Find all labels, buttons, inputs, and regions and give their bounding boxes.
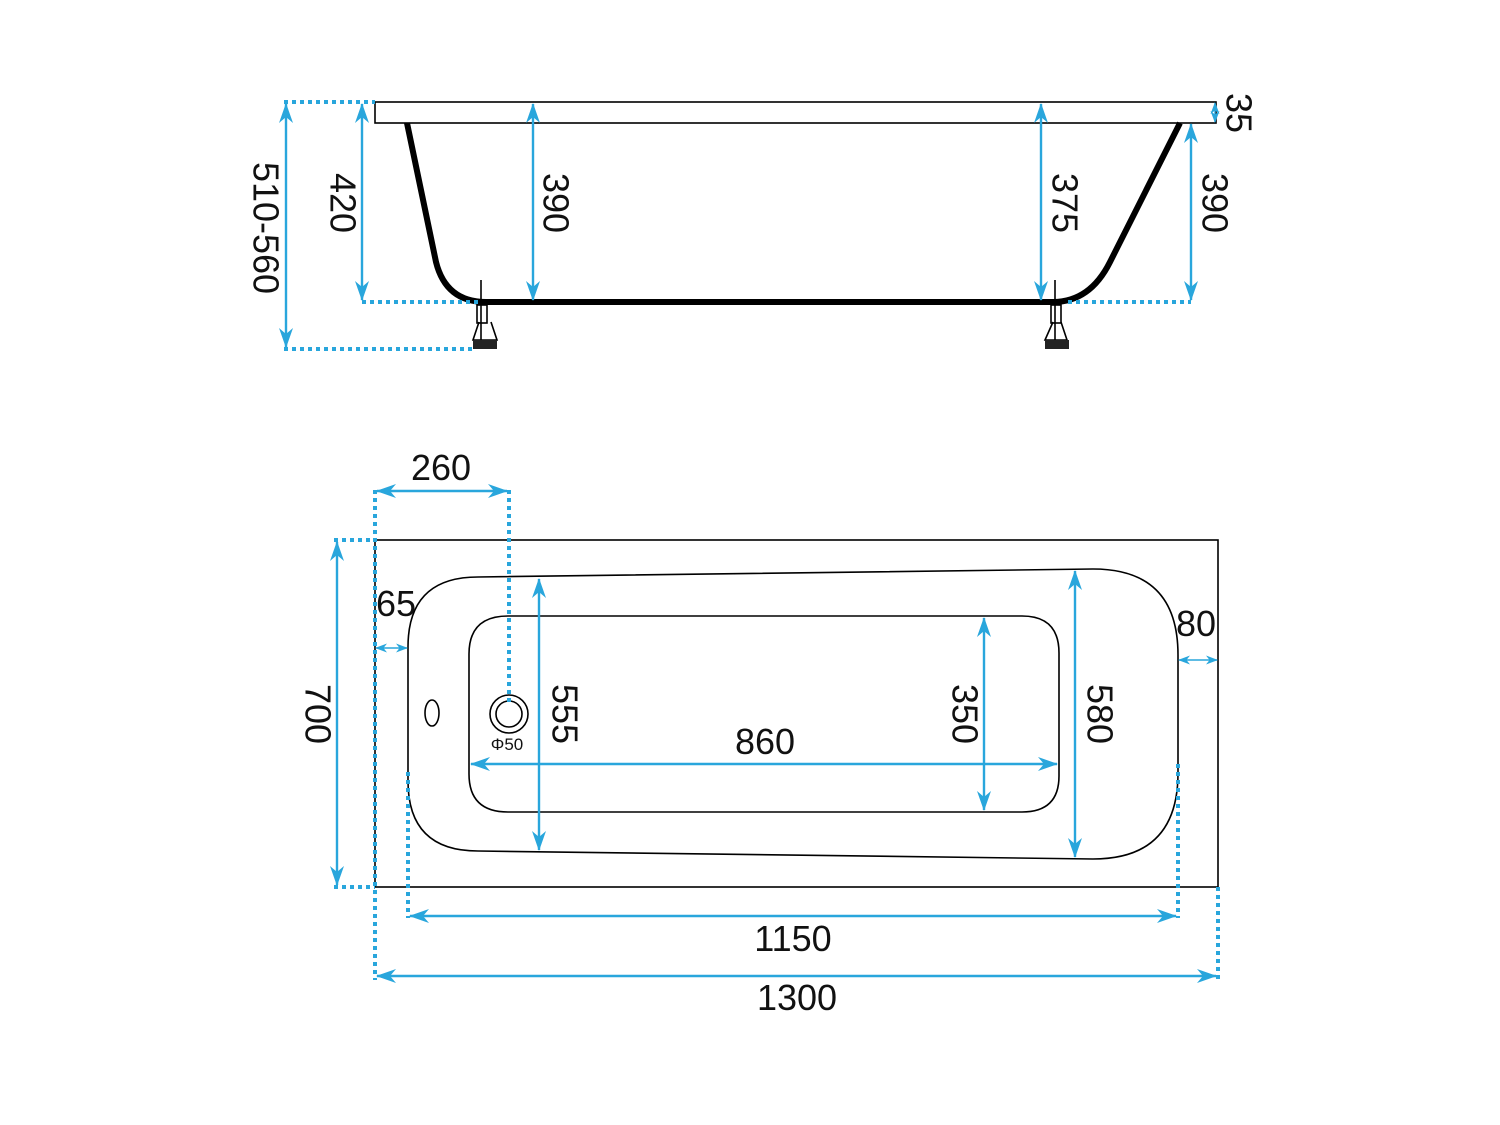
label-length: 1300 [757, 977, 837, 1018]
overflow-hole [424, 699, 440, 727]
right-foot [1043, 280, 1069, 349]
tub-outer-rim [374, 539, 1219, 888]
drain-inner [495, 700, 523, 728]
label-inner-length: 1150 [754, 918, 831, 959]
tub-rim [374, 101, 1217, 124]
label-outer-height: 420 [322, 173, 363, 233]
label-width: 700 [297, 684, 338, 744]
label-rim-thickness: 35 [1218, 93, 1259, 133]
top-view: Φ50 260 65 80 860 1150 1300 700 555 350 … [297, 447, 1220, 1018]
label-depth-left: 390 [535, 173, 576, 233]
tub-profile [404, 121, 1183, 305]
label-inner-width-right: 580 [1079, 684, 1120, 744]
label-depth-right: 390 [1194, 173, 1235, 233]
label-right-rim: 80 [1176, 603, 1216, 644]
label-total-height: 510-560 [245, 162, 286, 294]
drain-outer [489, 694, 529, 734]
label-bottom-width: 350 [944, 684, 985, 744]
label-drain-offset: 260 [411, 447, 471, 488]
label-left-rim: 65 [376, 583, 416, 624]
tub-bottom-outline [468, 615, 1060, 813]
label-depth-center: 375 [1044, 173, 1085, 233]
label-bottom-length: 860 [735, 721, 795, 762]
tub-basin-outline [407, 568, 1179, 860]
label-inner-width-left: 555 [544, 684, 585, 744]
side-view: 510-560 420 390 375 390 35 [245, 93, 1259, 351]
label-drain-diameter: Φ50 [491, 735, 523, 754]
left-foot [471, 280, 499, 349]
